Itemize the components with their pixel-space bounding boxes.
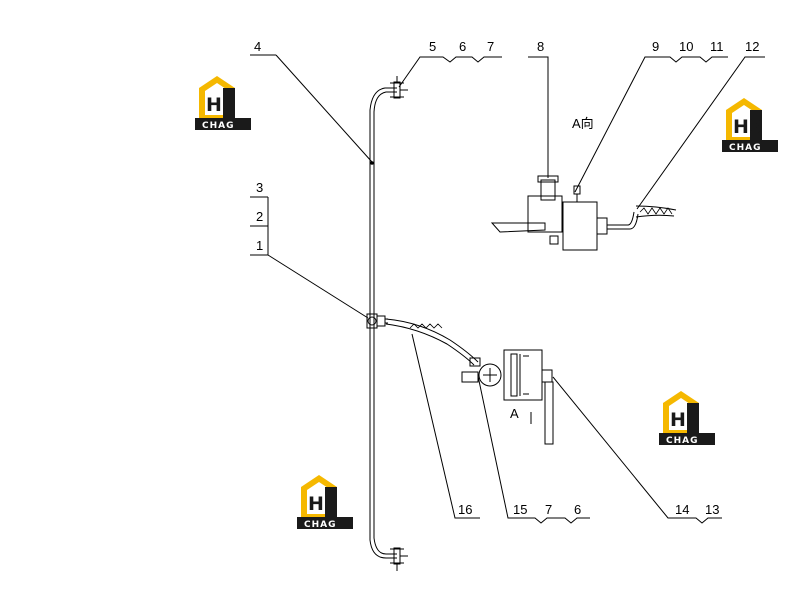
brand-logo-1: H3 CHAG	[195, 76, 251, 131]
callout-14: 14	[675, 502, 689, 517]
callout-3: 3	[256, 180, 263, 195]
logo-mark: H3	[206, 94, 235, 116]
section-a-label: A	[510, 406, 519, 421]
callout-6-bottom: 6	[574, 502, 581, 517]
tee-fitting	[366, 313, 388, 329]
hose-16	[385, 318, 479, 366]
callout-16: 16	[458, 502, 472, 517]
upper-valve-assembly: A向	[490, 116, 677, 251]
callout-leaders	[250, 54, 765, 524]
callout-13: 13	[705, 502, 719, 517]
logo-mark: H3	[308, 493, 337, 515]
view-a-label: A向	[572, 116, 594, 131]
lower-valve-assembly: A	[461, 349, 554, 445]
vertical-pipe	[369, 87, 397, 559]
callout-7-top: 7	[487, 39, 494, 54]
logo-mark: H3	[733, 116, 762, 138]
callout-4: 4	[254, 39, 261, 54]
callout-2: 2	[256, 209, 263, 224]
logo-text: CHAG	[304, 520, 337, 530]
logo-mark: H3	[670, 409, 699, 431]
logo-text: CHAG	[666, 436, 699, 446]
brand-logo-4: H3 CHAG	[297, 475, 353, 530]
callout-15: 15	[513, 502, 527, 517]
brand-logo-2: H3 CHAG	[722, 98, 778, 153]
callout-5: 5	[429, 39, 436, 54]
brand-logo-3: H3 CHAG	[659, 391, 715, 446]
callout-8: 8	[537, 39, 544, 54]
top-clamp	[390, 76, 408, 99]
callout-numbers: 4 3 2 1 5 6 7 8 9 10 11 12 16 15 7 6 14 …	[254, 39, 759, 517]
logo-text: CHAG	[729, 143, 762, 153]
callout-6-top: 6	[459, 39, 466, 54]
callout-7-bottom: 7	[545, 502, 552, 517]
callout-10: 10	[679, 39, 693, 54]
callout-11: 11	[710, 39, 724, 54]
bottom-clamp	[390, 547, 408, 571]
callout-9: 9	[652, 39, 659, 54]
callout-1: 1	[256, 238, 263, 253]
callout-12: 12	[745, 39, 759, 54]
logo-text: CHAG	[202, 121, 235, 131]
